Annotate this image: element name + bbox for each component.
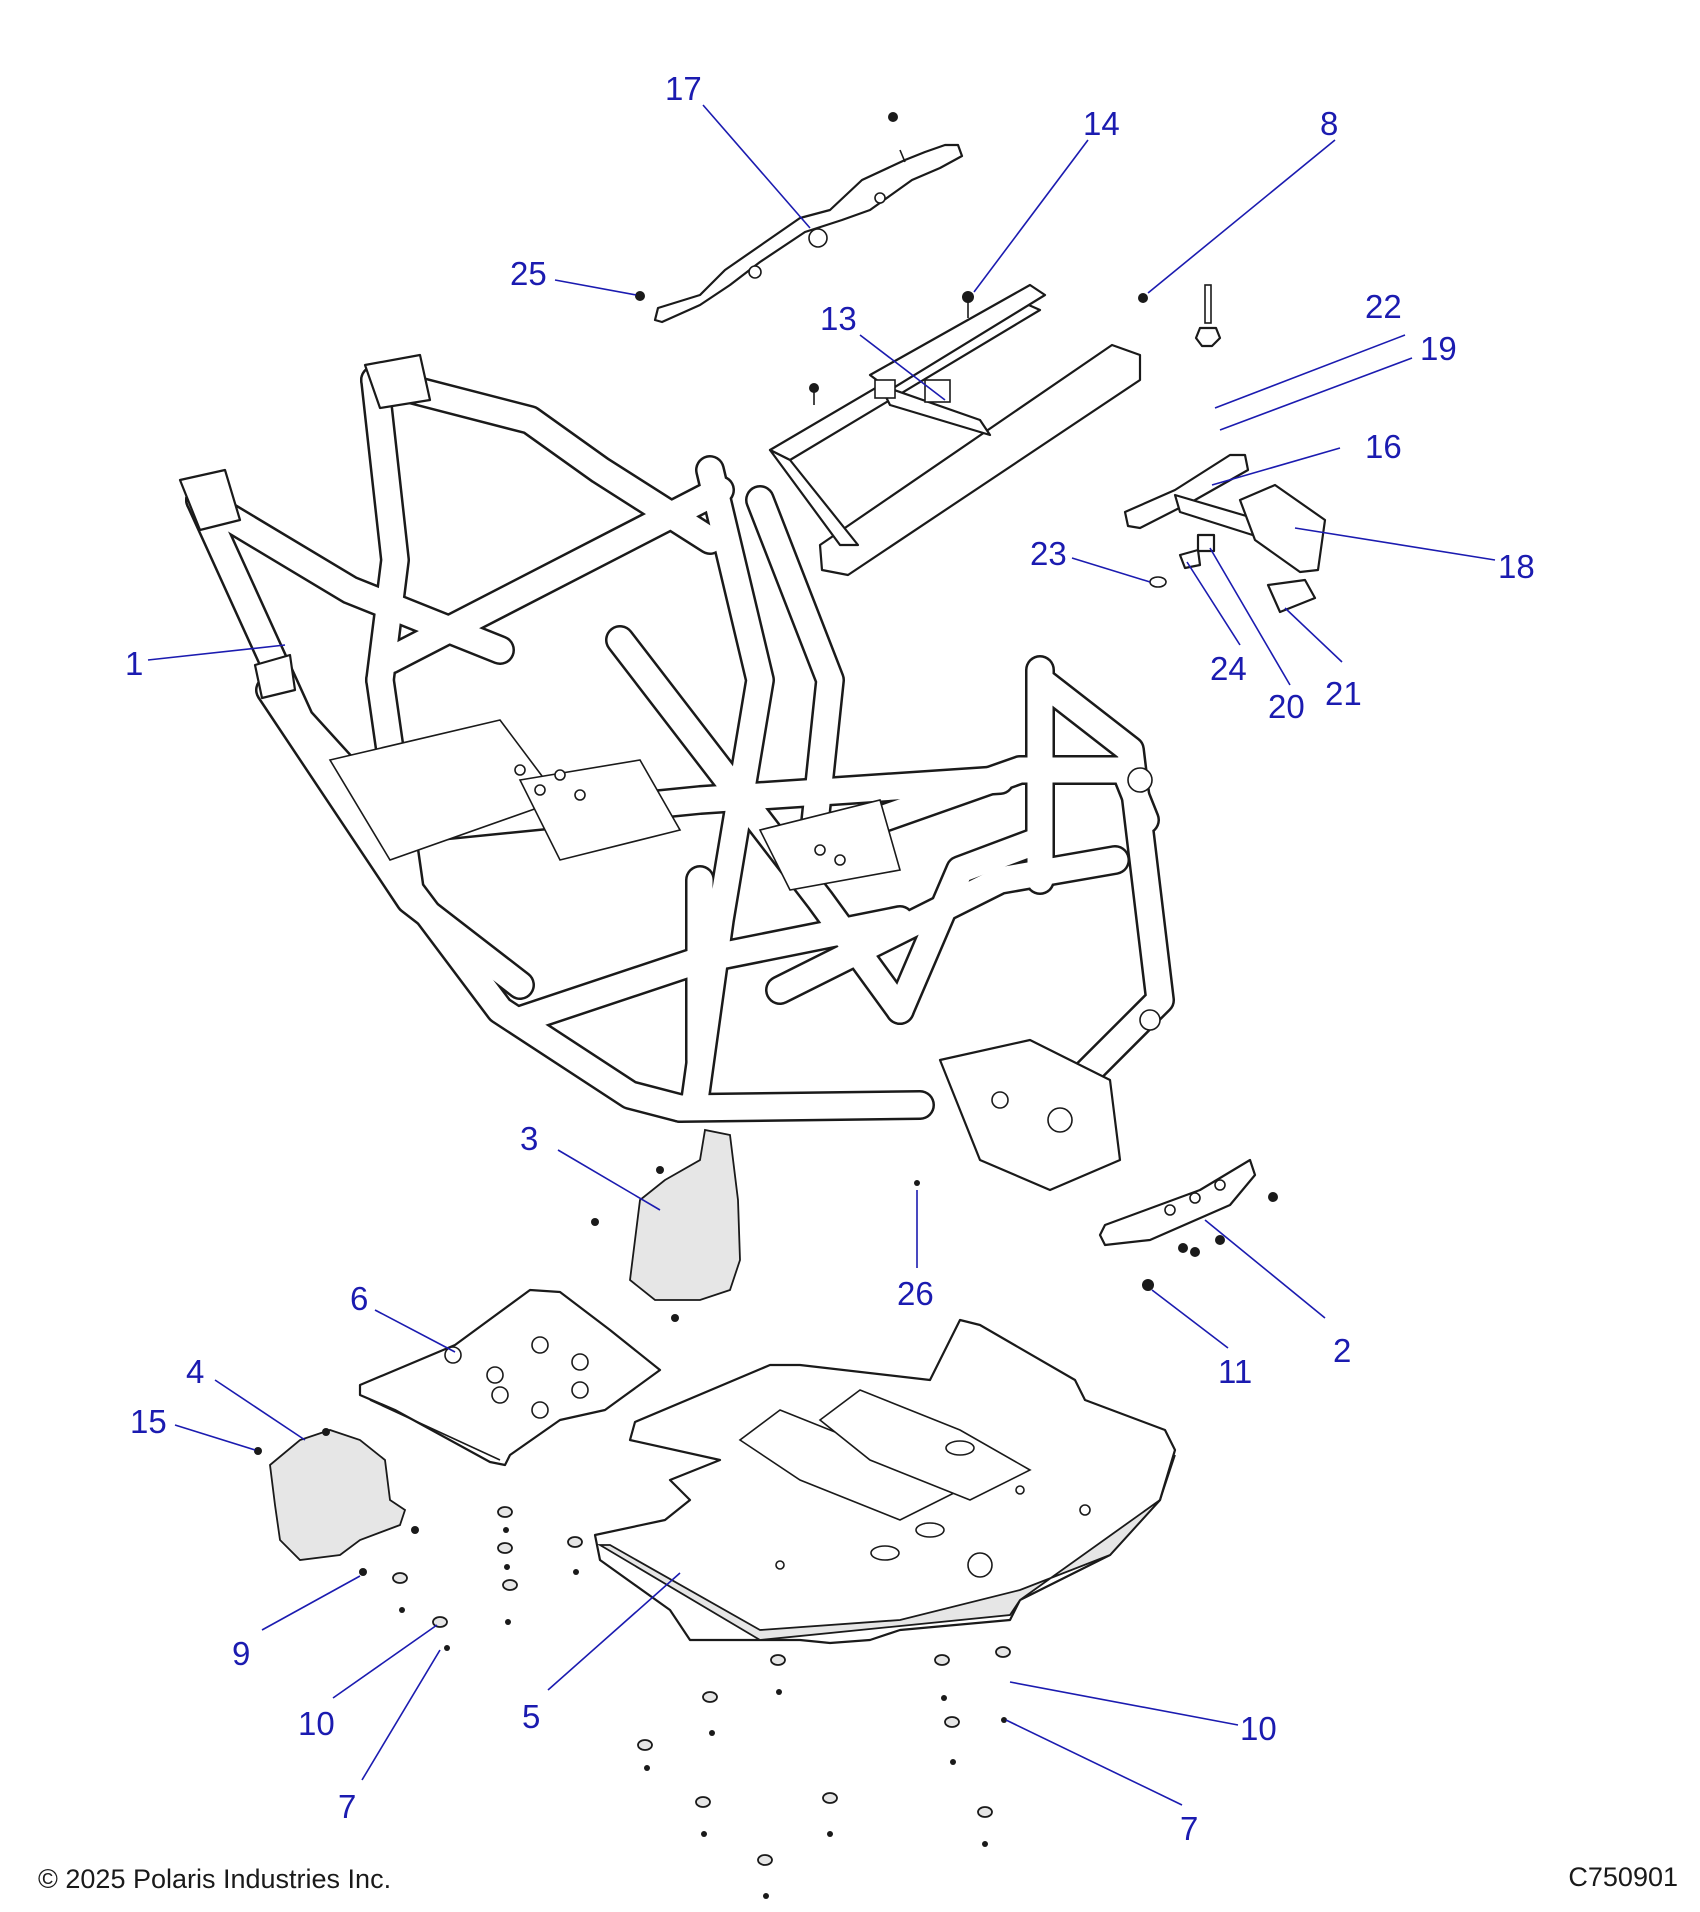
callout-18: 18 — [1498, 548, 1535, 585]
part-8-screw — [1138, 293, 1148, 303]
part-17-nut — [888, 112, 898, 122]
part-18-bracket — [1238, 483, 1327, 574]
part-6-center-skid — [358, 1288, 662, 1467]
part-26-clip — [914, 1180, 920, 1186]
callout-22: 22 — [1365, 288, 1402, 325]
callout-16: 16 — [1365, 428, 1402, 465]
callout-19: 19 — [1420, 330, 1457, 367]
part-4-front-shield — [269, 1429, 407, 1561]
fasteners-7-10 — [392, 1506, 1011, 1899]
part-17-upper-rail — [653, 143, 964, 324]
callout-17: 17 — [665, 70, 702, 107]
part-9-clip — [359, 1568, 367, 1576]
part-11-bolt — [1142, 1279, 1154, 1291]
callout-6: 6 — [350, 1280, 368, 1317]
part-3-side-shield — [629, 1128, 741, 1301]
part-13-bolt — [809, 383, 819, 393]
part-2-bolt-c — [1190, 1247, 1200, 1257]
part-23-ring — [1149, 576, 1167, 588]
part-13-seat-bracket — [768, 283, 1142, 577]
part-4-fastener — [322, 1428, 330, 1436]
part-25-nut — [635, 291, 645, 301]
callout-10b: 10 — [1240, 1710, 1277, 1747]
part-5-main-skid-plate — [593, 1318, 1177, 1645]
part-2-rear-skid — [1098, 1158, 1257, 1247]
drawing-id: C750901 — [1568, 1862, 1678, 1892]
copyright-text: © 2025 Polaris Industries Inc. — [38, 1864, 392, 1894]
part-14-bolt — [962, 291, 974, 303]
part-22-bolt — [1204, 284, 1212, 324]
callout-7b: 7 — [1180, 1810, 1198, 1847]
callout-10a: 10 — [298, 1705, 335, 1742]
callout-13: 13 — [820, 300, 857, 337]
callout-25: 25 — [510, 255, 547, 292]
callout-5: 5 — [522, 1698, 540, 1735]
callout-8: 8 — [1320, 105, 1338, 142]
part-15-screw — [254, 1447, 262, 1455]
part-2-bolt-d — [1215, 1235, 1225, 1245]
callout-26: 26 — [897, 1275, 934, 1312]
callout-1: 1 — [125, 645, 143, 682]
callout-3: 3 — [520, 1120, 538, 1157]
part-16-cross-tube — [1123, 453, 1264, 540]
part-24-clip — [1178, 548, 1202, 570]
callout-24: 24 — [1210, 650, 1247, 687]
callout-11: 11 — [1218, 1353, 1252, 1390]
part-3-fastener — [656, 1166, 664, 1174]
part-19-nut — [1194, 326, 1222, 348]
callout-2: 2 — [1333, 1332, 1351, 1369]
callout-23: 23 — [1030, 535, 1067, 572]
part-3-fastener-c — [671, 1314, 679, 1322]
part-3-fastener-b — [591, 1218, 599, 1226]
leader-lines — [147, 104, 1496, 1806]
callout-14: 14 — [1083, 105, 1120, 142]
callout-20: 20 — [1268, 688, 1305, 725]
part-20-clip — [1196, 533, 1216, 553]
callout-9: 9 — [232, 1635, 250, 1672]
callout-4: 4 — [186, 1353, 204, 1390]
part-2-bolt-b — [1178, 1243, 1188, 1253]
callout-21: 21 — [1325, 675, 1362, 712]
part-9-clip-b — [411, 1526, 419, 1534]
callout-15: 15 — [130, 1403, 167, 1440]
part-2-bolt-a — [1268, 1192, 1278, 1202]
callouts: 17 14 8 25 13 22 19 16 18 23 24 20 21 1 … — [125, 70, 1535, 1847]
callout-7a: 7 — [338, 1788, 356, 1825]
part-21-bracket — [1266, 578, 1317, 614]
part-1-main-frame — [178, 353, 1175, 1192]
